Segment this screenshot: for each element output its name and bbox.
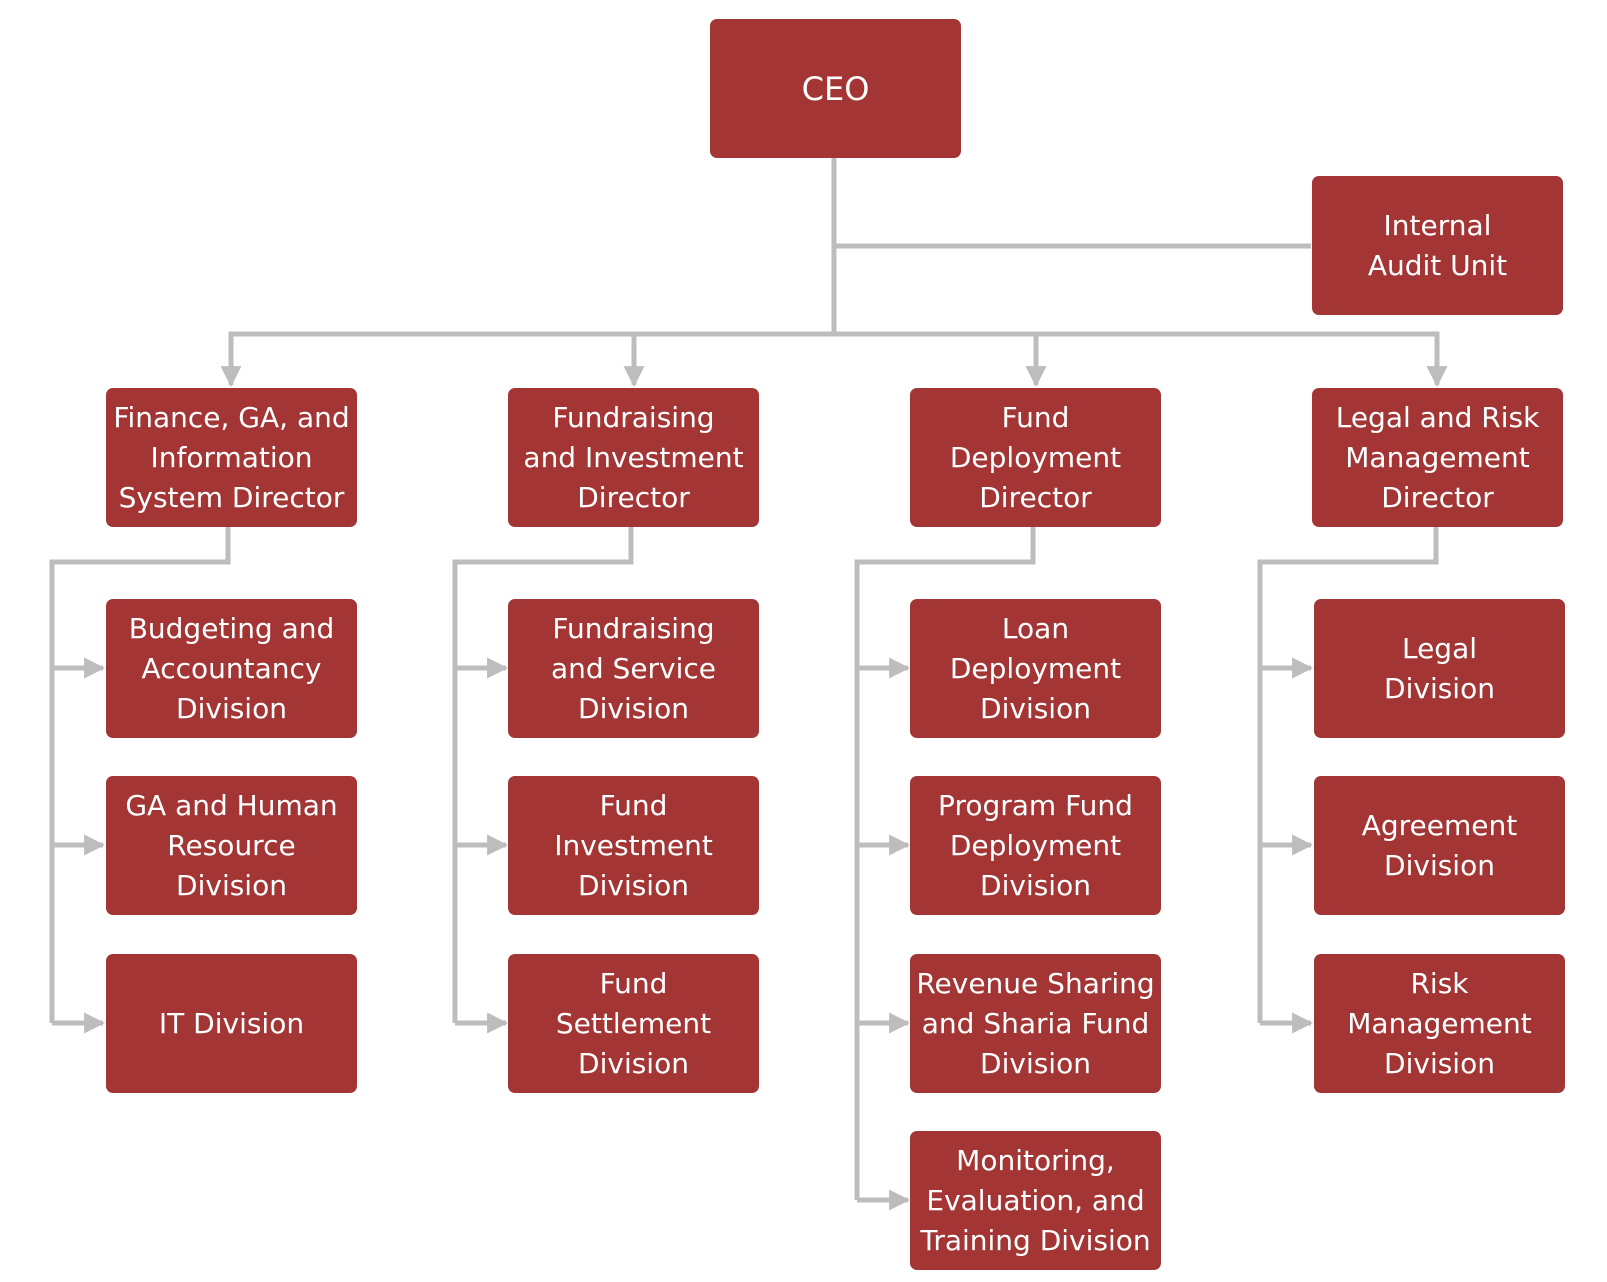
division-box: IT Division [106,954,357,1093]
division-label: Risk Management Division [1347,966,1532,1080]
division-label: Program Fund Deployment Division [938,788,1133,902]
division-box: Legal Division [1314,599,1565,738]
director-label: Finance, GA, and Information System Dire… [113,400,350,514]
division-box: Loan Deployment Division [910,599,1161,738]
director-box: Fundraising and Investment Director [508,388,759,527]
division-box: Fund Settlement Division [508,954,759,1093]
division-box: Fundraising and Service Division [508,599,759,738]
division-box: Revenue Sharing and Sharia Fund Division [910,954,1161,1093]
division-label: Fundraising and Service Division [550,611,717,725]
ceo-box: CEO [710,19,961,158]
division-label: GA and Human Resource Division [125,788,338,902]
director-box: Finance, GA, and Information System Dire… [106,388,357,527]
internal-audit-label: Internal Audit Unit [1367,208,1508,282]
division-label: Loan Deployment Division [949,611,1122,725]
division-box: Program Fund Deployment Division [910,776,1161,915]
branch-line [854,526,1036,1200]
division-label: Fund Settlement Division [555,966,712,1080]
division-label: Revenue Sharing and Sharia Fund Division [916,966,1155,1080]
division-label: Legal Division [1384,631,1495,705]
ceo-label: CEO [801,69,870,108]
division-box: Risk Management Division [1314,954,1565,1093]
director-label: Fundraising and Investment Director [523,400,744,514]
division-box: Fund Investment Division [508,776,759,915]
director-box: Fund Deployment Director [910,388,1161,527]
division-box: GA and Human Resource Division [106,776,357,915]
division-label: Monitoring, Evaluation, and Training Div… [920,1143,1151,1257]
division-box: Budgeting and Accountancy Division [106,599,357,738]
division-label: Budgeting and Accountancy Division [128,611,335,725]
division-label: IT Division [158,1006,305,1040]
branch-line [1257,526,1439,1023]
director-box: Legal and Risk Management Director [1312,388,1563,527]
branch-line [49,526,231,1023]
director-label: Legal and Risk Management Director [1335,400,1540,514]
division-box: Monitoring, Evaluation, and Training Div… [910,1131,1161,1270]
internal-audit-box: Internal Audit Unit [1312,176,1563,315]
division-label: Fund Investment Division [554,788,713,902]
division-box: Agreement Division [1314,776,1565,915]
division-label: Agreement Division [1361,808,1518,882]
branch-line [452,526,634,1023]
director-label: Fund Deployment Director [949,400,1122,514]
